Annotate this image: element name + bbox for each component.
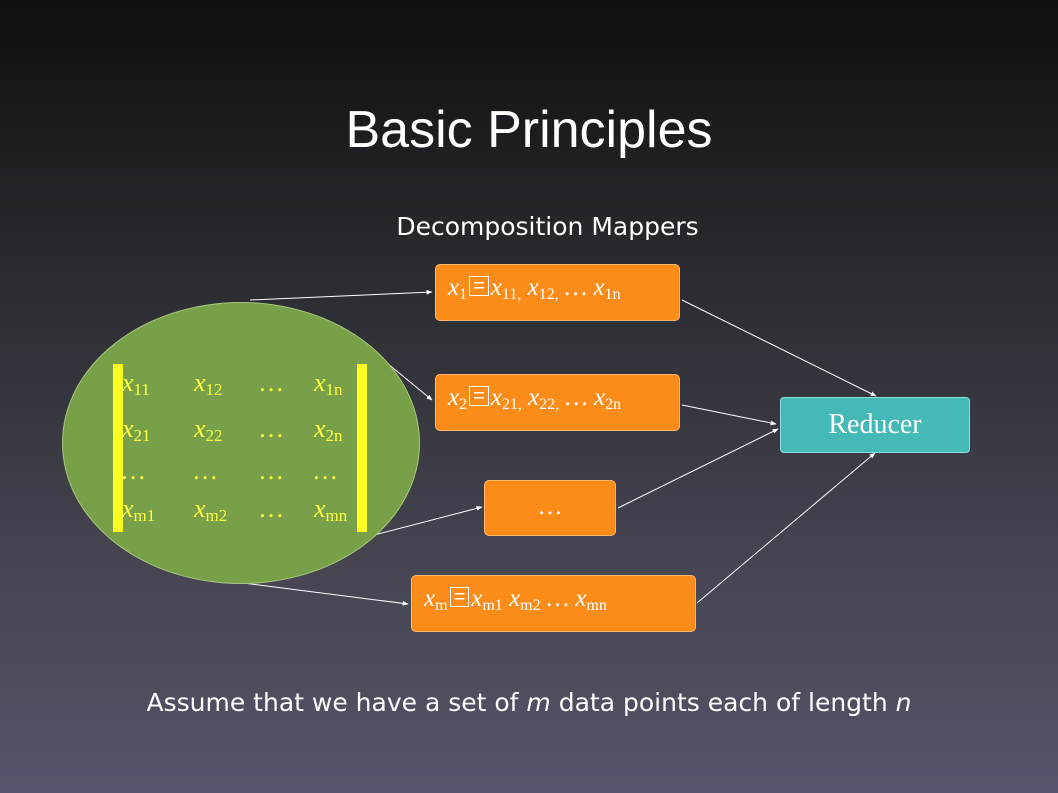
mapper-m: xm=xm1 xm2 … xmn [411,575,696,632]
matrix-cell-r2-c2: x22 [194,414,223,445]
matrix-cell-r4-c1: xm1 [122,494,156,525]
footer-prefix: Assume that we have a set of [146,688,527,717]
footer-n: n [895,688,912,717]
mapper-ellipsis: … [484,480,616,536]
mapper-1: x1=x11, x12, … x1n [435,264,680,321]
footer-m: m [526,688,551,717]
mapper-1-equation: x1=x11, x12, … x1n [448,274,621,303]
footer-caption: Assume that we have a set of m data poin… [0,688,1058,717]
mapper-m-equation: xm=xm1 xm2 … xmn [424,585,607,614]
matrix-cell-r1-c4: x1n [314,368,343,399]
matrix-cell-r1-c2: x12 [194,368,223,399]
diagram-subtitle: Decomposition Mappers [396,212,699,241]
mapper-2-equation: x2=x21, x22, … x2n [448,384,622,413]
matrix-cell-r4-c3: … [260,494,284,523]
matrix-cell-r3-c4: … [314,456,338,485]
matrix-cell-r3-c2: … [194,456,218,485]
matrix-cell-r1-c1: x11 [122,368,150,399]
matrix-left-bracket [113,364,123,532]
matrix-cell-r3-c1: … [122,456,146,485]
matrix-right-bracket [357,364,367,532]
arrow-mapper-3-to-reducer [617,428,779,509]
matrix-cell-r1-c3: … [260,368,284,397]
matrix-cell-r2-c1: x21 [122,414,151,445]
arrow-data-to-mapper-m [234,581,409,606]
arrow-mapper-1-to-reducer [681,299,877,397]
mapper-ellipsis-label: … [537,493,563,520]
matrix-cell-r4-c4: xmn [314,494,348,525]
arrow-data-to-mapper-1 [249,289,433,301]
footer-middle: data points each of length [550,688,896,717]
reducer-box: Reducer [780,397,970,453]
matrix-cell-r4-c2: xm2 [194,494,228,525]
matrix-cell-r2-c3: … [260,414,284,443]
arrow-mapper-2-to-reducer [681,404,777,426]
mapper-2: x2=x21, x22, … x2n [435,374,680,431]
arrow-mapper-m-to-reducer [696,452,876,604]
matrix-cell-r3-c3: … [260,456,284,485]
slide-title: Basic Principles [345,101,713,159]
matrix-cell-r2-c4: x2n [314,414,343,445]
